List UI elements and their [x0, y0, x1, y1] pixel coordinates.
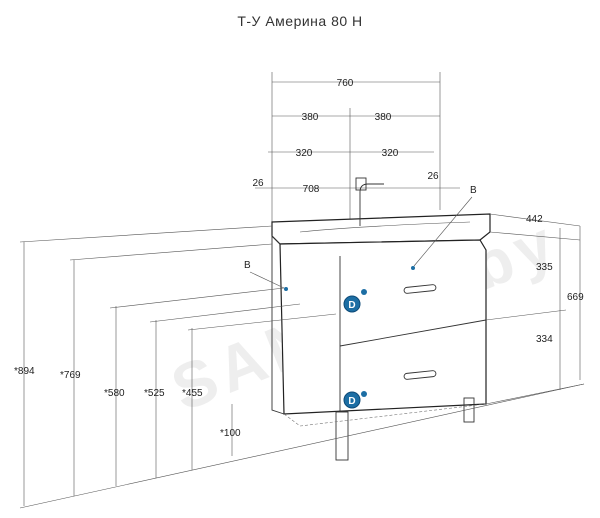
- d-marker-bottom: [343, 391, 361, 409]
- dim-100: *100: [220, 428, 241, 439]
- b-label-right: B: [470, 185, 477, 196]
- b-leader-right: [413, 196, 473, 267]
- dim-769: *769: [60, 370, 81, 381]
- dim-708: 708: [303, 184, 320, 195]
- drawing-title: Т-У Америна 80 Н: [237, 13, 362, 29]
- ext-line-769: [69, 243, 273, 261]
- dim-669: 669: [567, 292, 584, 303]
- dim-320-right: 320: [382, 148, 399, 159]
- dim-380-right: 380: [375, 112, 392, 123]
- d-label-top: D: [348, 300, 355, 311]
- dim-760: 760: [337, 78, 354, 89]
- dim-442: 442: [526, 214, 543, 225]
- dim-335: 335: [536, 262, 553, 273]
- mount-dot-top: [361, 289, 367, 295]
- floor-line: [19, 383, 585, 509]
- basin-bowl-edge: [299, 221, 471, 233]
- d-label-bottom: D: [348, 396, 355, 407]
- dim-26-left: 26: [252, 178, 264, 189]
- cabinet-front: [279, 239, 487, 415]
- b-leader-left: [249, 271, 285, 289]
- drawer-split: [339, 319, 487, 347]
- b-label-left: B: [244, 260, 251, 271]
- d-marker-top: [343, 295, 361, 313]
- mount-dot-bottom: [361, 391, 367, 397]
- ext-line-mid-right: [485, 309, 567, 321]
- cabinet-side: [271, 234, 285, 415]
- ext-line-top-right-2: [489, 231, 581, 241]
- dim-894: *894: [14, 366, 35, 377]
- dim-455: *455: [182, 388, 203, 399]
- floor-outline: [283, 403, 487, 427]
- dim-26-right: 26: [427, 171, 439, 182]
- leg-front-right: [463, 397, 475, 423]
- dim-320-left: 320: [296, 148, 313, 159]
- top-drawer-handle: [403, 284, 437, 294]
- faucet-body: [355, 177, 367, 191]
- basin-top: [271, 213, 491, 245]
- ext-line-894: [19, 225, 273, 243]
- b-point-right: [411, 266, 415, 270]
- dim-525: *525: [144, 388, 165, 399]
- ext-line-top-right: [489, 213, 581, 227]
- dim-380-left: 380: [302, 112, 319, 123]
- faucet-spout: [359, 183, 384, 226]
- ext-line-525: [149, 303, 301, 323]
- dim-334: 334: [536, 334, 553, 345]
- b-point-left: [284, 287, 288, 291]
- dim-580: *580: [104, 388, 125, 399]
- ext-line-580: [109, 287, 285, 309]
- bottom-drawer-handle: [403, 370, 437, 380]
- ext-line-455: [187, 313, 337, 331]
